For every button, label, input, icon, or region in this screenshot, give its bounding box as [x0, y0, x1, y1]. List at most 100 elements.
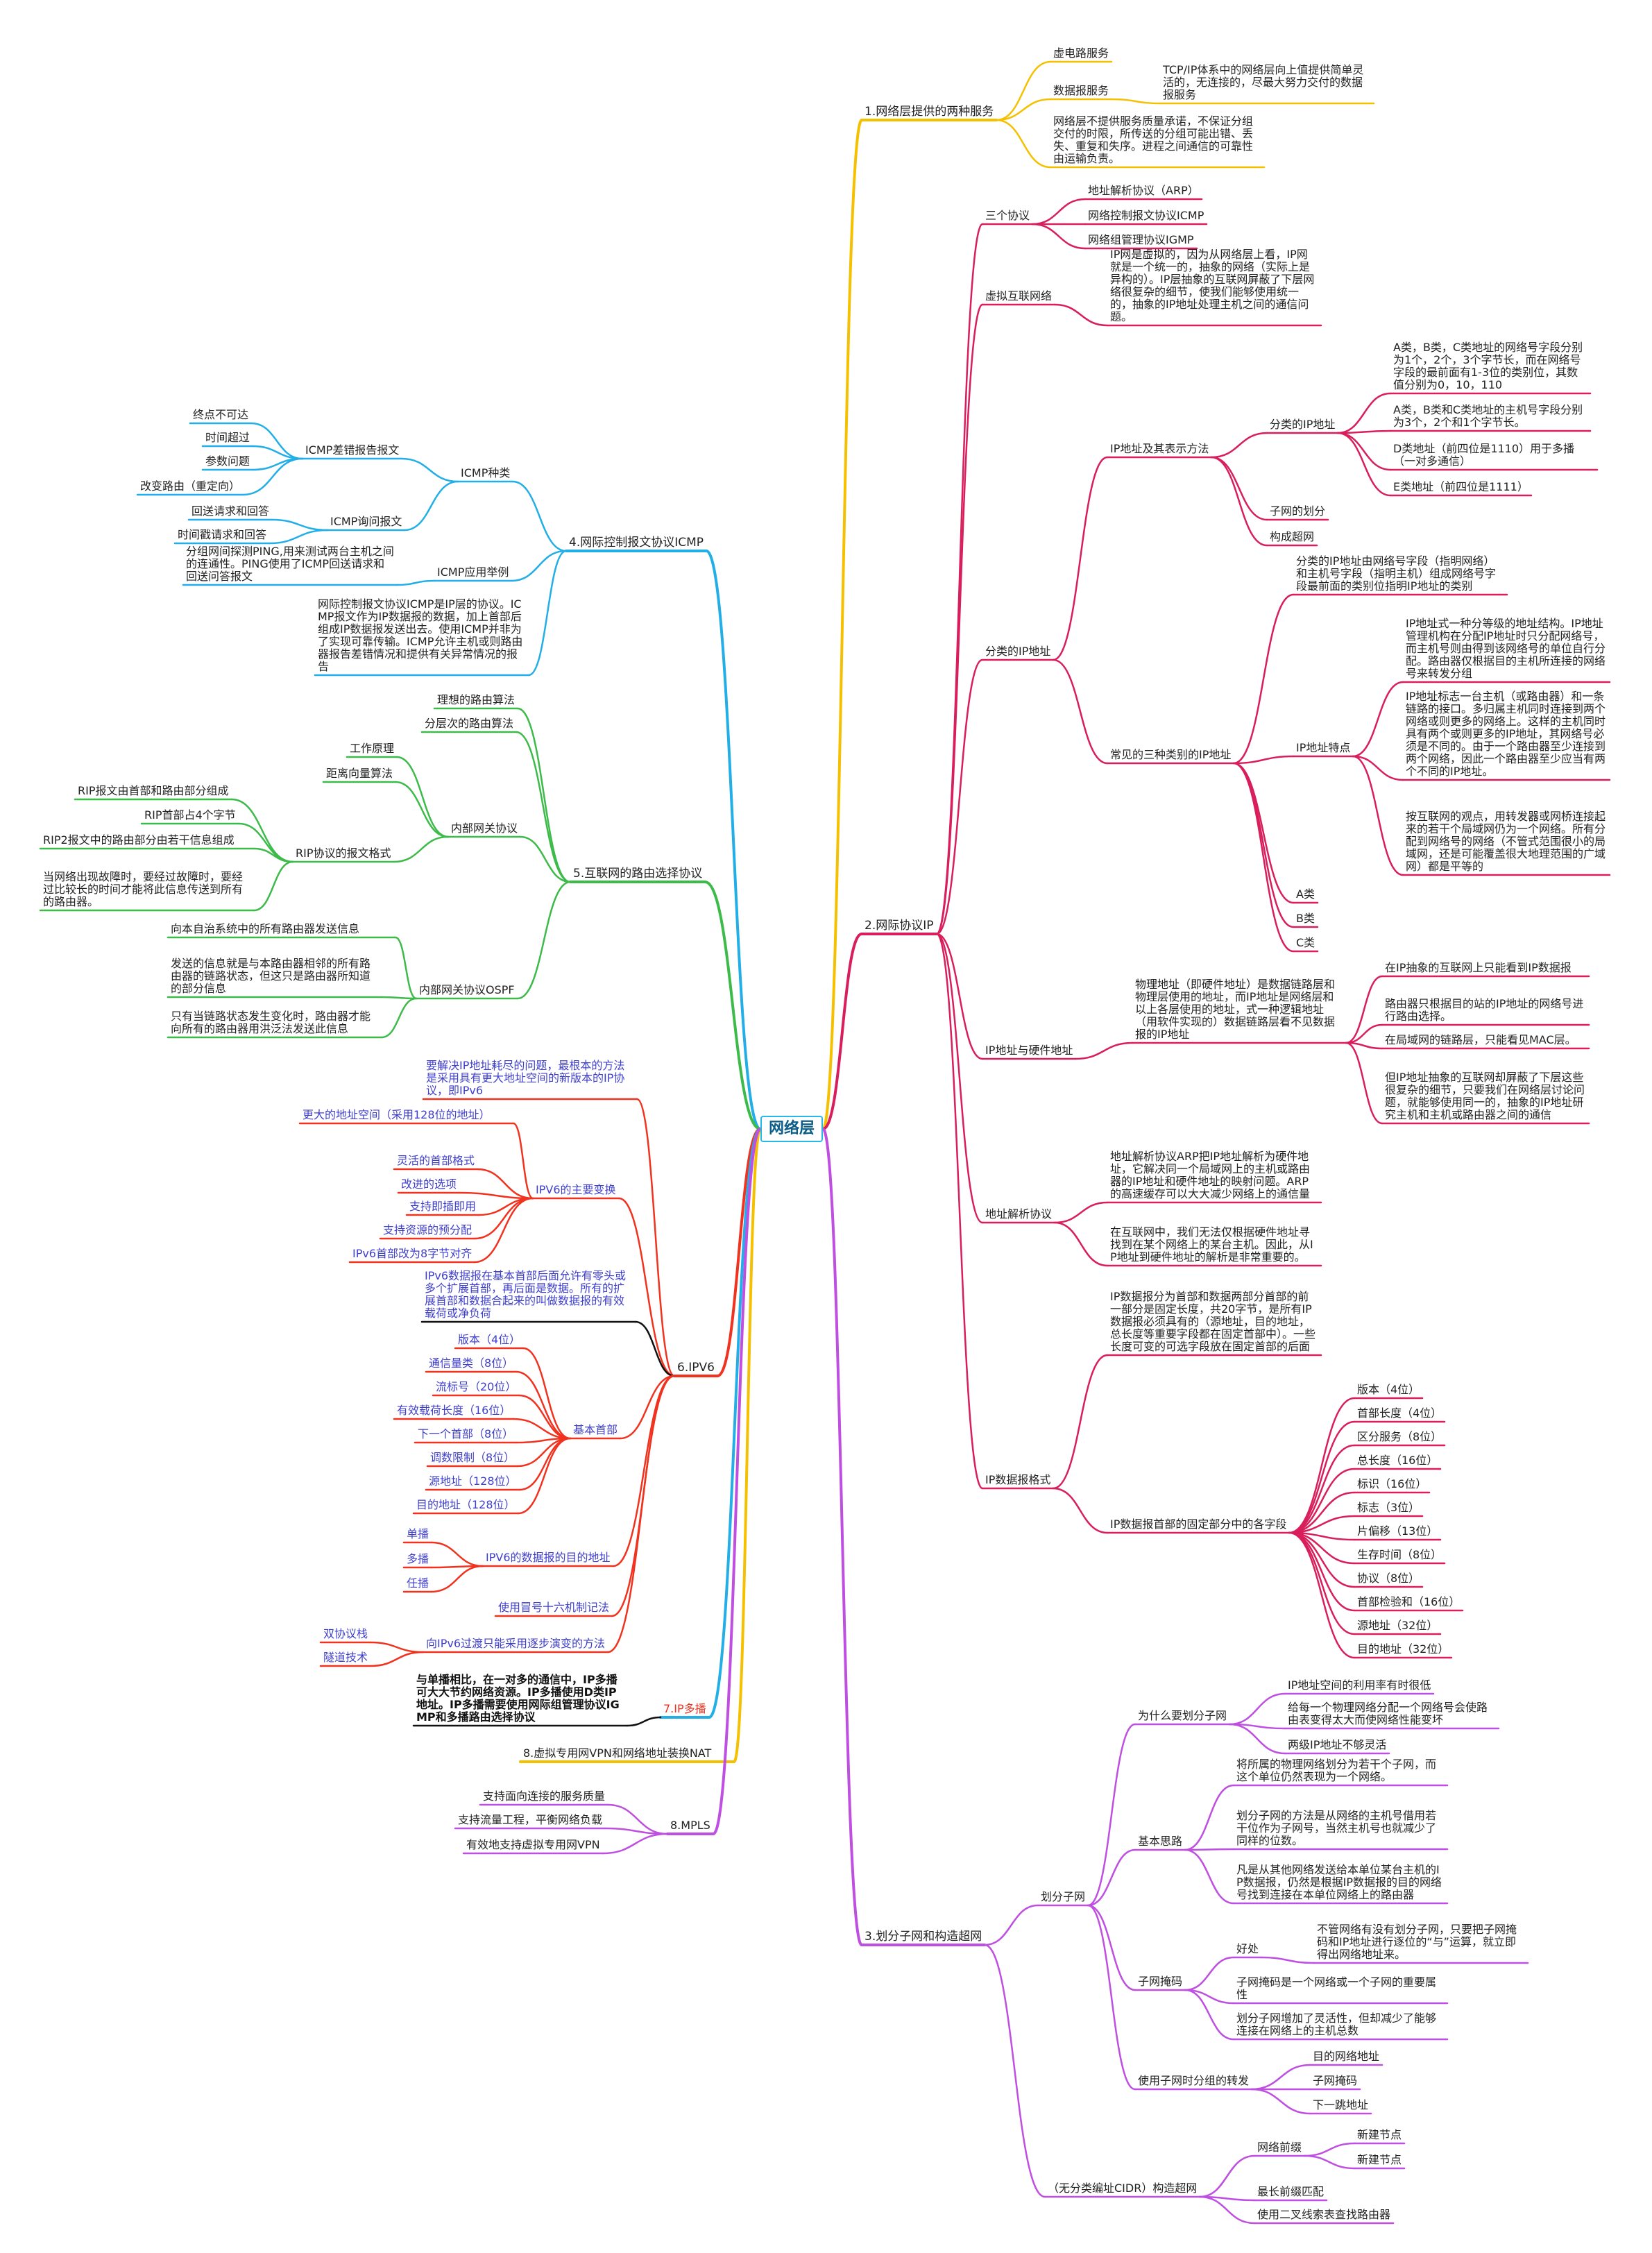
- node-b5b[interactable]: 分层次的路由算法: [425, 717, 514, 730]
- node-b5d[interactable]: 内部网关协议OSPF: [419, 983, 515, 996]
- node-b3a4a[interactable]: 目的网络地址: [1313, 2050, 1380, 2063]
- node-b3a4[interactable]: 使用子网时分组的转发: [1138, 2074, 1250, 2087]
- node-b2c2[interactable]: 常见的三种类别的IP地址: [1110, 748, 1232, 761]
- node-b6b[interactable]: IPV6的主要变换: [536, 1183, 616, 1196]
- node-b7a[interactable]: 与单播相比，在一对多的通信中，IP多播可大大节约网络资源。IP多播使用D类IP地…: [416, 1673, 620, 1724]
- node-b6g2[interactable]: 隧道技术: [323, 1651, 368, 1664]
- node-b1b[interactable]: 数据报服务: [1053, 84, 1109, 97]
- node-b3b2[interactable]: 最长前缀匹配: [1257, 2185, 1325, 2198]
- node-b3a3c[interactable]: 划分子网增加了灵活性，但却减少了能够连接在网络上的主机总数: [1236, 2012, 1437, 2037]
- node-b6[interactable]: 6.IPV6: [677, 1361, 715, 1375]
- node-b5d1[interactable]: 向本自治系统中的所有路由器发送信息: [171, 922, 360, 935]
- node-b6e[interactable]: IPV6的数据报的目的地址: [486, 1551, 611, 1564]
- node-b2e[interactable]: 地址解析协议: [985, 1207, 1053, 1221]
- node-b3a3b[interactable]: 子网掩码是一个网络或一个子网的重要属性: [1236, 1975, 1437, 2001]
- node-b2d1a[interactable]: 在IP抽象的互联网上只能看到IP数据报: [1385, 961, 1572, 974]
- node-b2f1[interactable]: IP数据报分为首部和数据两部分首部的前一部分是固定长度，共20字节，是所有IP数…: [1110, 1290, 1316, 1353]
- node-b2a2[interactable]: 网络控制报文协议ICMP: [1088, 209, 1204, 222]
- node-b6d6[interactable]: 调数限制（8位）: [430, 1451, 516, 1464]
- root-node[interactable]: 网络层: [760, 1116, 824, 1142]
- node-b6d7[interactable]: 源地址（128位）: [429, 1474, 517, 1488]
- node-b2c1[interactable]: IP地址及其表示方法: [1110, 442, 1209, 455]
- node-b2d1b[interactable]: 路由器只根据目的站的IP地址的网络号进行路由选择。: [1385, 997, 1584, 1023]
- node-b5d3[interactable]: 只有当链路状态发生变化时，路由器才能向所有的路由器用洪泛法发送此信息: [171, 1010, 371, 1035]
- node-b1c[interactable]: 网络层不提供服务质量承诺，不保证分组交付的时限，所传送的分组可能出错、丢失、重复…: [1053, 114, 1254, 165]
- node-b2c2d[interactable]: B类: [1296, 912, 1315, 925]
- node-b2c1a2[interactable]: A类，B类和C类地址的主机号字段分别为3个，2个和1个字节长。: [1393, 403, 1583, 429]
- node-b6d2[interactable]: 通信量类（8位）: [429, 1357, 514, 1370]
- node-b2f2[interactable]: IP数据报首部的固定部分中的各字段: [1110, 1517, 1287, 1531]
- node-b3a1c[interactable]: 两级IP地址不够灵活: [1288, 1738, 1387, 1751]
- node-b2f2h[interactable]: 生存时间（8位）: [1357, 1548, 1442, 1561]
- node-b2c2a[interactable]: 分类的IP地址由网络号字段（指明网络）和主机号字段（指明主机）组成网络号字段最前…: [1296, 554, 1497, 593]
- node-b5c3d[interactable]: 当网络出现故障时，要经过故障时，要经过比较长的时间才能将此信息传送到所有的路由器…: [43, 870, 244, 908]
- node-b7[interactable]: 7.IP多播: [663, 1702, 706, 1715]
- node-b6b6[interactable]: IPv6首部改为8字节对齐: [352, 1247, 472, 1260]
- node-b2a[interactable]: 三个协议: [985, 209, 1030, 222]
- node-b2c1c[interactable]: 构成超网: [1270, 530, 1315, 543]
- node-b2c1a[interactable]: 分类的IP地址: [1270, 418, 1336, 431]
- node-b2f2a[interactable]: 版本（4位）: [1357, 1383, 1420, 1396]
- node-b3a3a1[interactable]: 不管网络有没有划分子网，只要把子网掩码和IP地址进行逐位的“与”运算，就立即得出…: [1317, 1923, 1517, 1961]
- node-b2c2b3[interactable]: 按互联网的观点，用转发器或网桥连接起来的若干个局域网仍为一个网络。所有分配到网络…: [1406, 810, 1606, 873]
- node-b6d5[interactable]: 下一个首部（8位）: [418, 1427, 514, 1440]
- node-b6d4[interactable]: 有效载荷长度（16位）: [397, 1404, 511, 1417]
- node-b6g[interactable]: 向IPv6过渡只能采用逐步演变的方法: [426, 1637, 606, 1650]
- node-b2f2f[interactable]: 标志（3位）: [1357, 1501, 1420, 1514]
- node-b2c2b1[interactable]: IP地址式一种分等级的地址结构。IP地址管理机构在分配IP地址时只分配网络号，而…: [1406, 617, 1606, 680]
- node-b5c3[interactable]: RIP协议的报文格式: [296, 847, 391, 860]
- node-b2f2c[interactable]: 区分服务（8位）: [1357, 1430, 1442, 1443]
- node-b3b3[interactable]: 使用二叉线索表查找路由器: [1257, 2208, 1391, 2221]
- node-b6d[interactable]: 基本首部: [573, 1423, 618, 1436]
- node-b4[interactable]: 4.网际控制报文协议ICMP: [569, 536, 704, 550]
- node-b5c1[interactable]: 工作原理: [350, 742, 395, 755]
- node-b2d1c[interactable]: 在局域网的链路层，只能看见MAC层。: [1385, 1033, 1576, 1046]
- node-b5[interactable]: 5.互联网的路由选择协议: [573, 867, 703, 881]
- node-b9[interactable]: 8.MPLS: [670, 1819, 710, 1832]
- node-b2a3[interactable]: 网络组管理协议IGMP: [1088, 233, 1194, 246]
- node-b6d1[interactable]: 版本（4位）: [458, 1333, 521, 1346]
- node-b4a2[interactable]: ICMP询问报文: [330, 515, 402, 528]
- node-b4a2a[interactable]: 回送请求和回答: [191, 504, 270, 518]
- node-b6d8[interactable]: 目的地址（128位）: [416, 1498, 516, 1511]
- node-b3a2[interactable]: 基本思路: [1138, 1835, 1183, 1848]
- node-b4a[interactable]: ICMP种类: [461, 466, 511, 479]
- node-b3b[interactable]: （无分类编址CIDR）构造超网: [1048, 2182, 1198, 2195]
- node-b2d1[interactable]: 物理地址（即硬件地址）是数据链路层和物理层使用的地址，而IP地址是网络层和以上各…: [1135, 978, 1336, 1041]
- node-b6a[interactable]: 要解决IP地址耗尽的问题，最根本的方法是采用具有更大地址空间的新版本的IP协议，…: [426, 1059, 625, 1097]
- node-b8[interactable]: 8.虚拟专用网VPN和网络地址装换NAT: [523, 1746, 712, 1760]
- node-b2c1a4[interactable]: E类地址（前四位是1111）: [1393, 480, 1528, 493]
- node-b1a[interactable]: 虚电路服务: [1053, 46, 1109, 60]
- node-b2a1[interactable]: 地址解析协议（ARP）: [1088, 184, 1199, 197]
- node-b1[interactable]: 1.网络层提供的两种服务: [865, 105, 994, 119]
- node-b2c[interactable]: 分类的IP地址: [985, 645, 1051, 658]
- node-b2c1a1[interactable]: A类，B类，C类地址的网络号字段分别为1个，2个，3个字节长，而在网络号字段的最…: [1393, 341, 1583, 391]
- node-b4b1[interactable]: 分组网间探测PING,用来测试两台主机之间的连通性。PING使用了ICMP回送请…: [186, 545, 394, 583]
- node-b3a2a[interactable]: 将所属的物理网络划分为若干个子网，而这个单位仍然表现为一个网络。: [1236, 1758, 1437, 1783]
- node-b3a4b[interactable]: 子网掩码: [1313, 2074, 1358, 2087]
- node-b2f2k[interactable]: 源地址（32位）: [1357, 1619, 1438, 1632]
- node-b3a3[interactable]: 子网掩码: [1138, 1975, 1183, 1988]
- node-b6f[interactable]: 使用冒号十六机制记法: [498, 1601, 610, 1614]
- node-b6e1[interactable]: 单播: [407, 1527, 429, 1540]
- node-b9a[interactable]: 支持面向连接的服务质量: [483, 1789, 606, 1803]
- node-b4c[interactable]: 网际控制报文协议ICMP是IP层的协议。ICMP报文作为IP数据报的数据，加上首…: [318, 597, 523, 673]
- node-b3b1[interactable]: 网络前缀: [1257, 2141, 1302, 2154]
- node-b5c3b[interactable]: RIP首部占4个字节: [144, 808, 236, 822]
- node-b4a1[interactable]: ICMP差错报告报文: [305, 443, 400, 457]
- node-b5c3c[interactable]: RIP2报文中的路由部分由若干信息组成: [43, 833, 235, 847]
- node-b2f2j[interactable]: 首部检验和（16位）: [1357, 1595, 1461, 1608]
- node-b2f2g[interactable]: 片偏移（13位）: [1357, 1524, 1438, 1538]
- node-b6c[interactable]: IPv6数据报在基本首部后面允许有零头或多个扩展首部，再后面是数据。所有的扩展首…: [425, 1269, 627, 1320]
- node-b2[interactable]: 2.网际协议IP: [865, 919, 934, 933]
- node-b2c1b[interactable]: 子网的划分: [1270, 504, 1326, 518]
- node-b2b[interactable]: 虚拟互联网络: [985, 289, 1053, 303]
- node-b2f2d[interactable]: 总长度（16位）: [1357, 1454, 1438, 1467]
- node-b9b[interactable]: 支持流量工程，平衡网络负载: [458, 1813, 603, 1826]
- node-b3a2c[interactable]: 凡是从其他网络发送给本单位某台主机的IP数据报，仍然是根据IP数据报的目的网络号…: [1236, 1863, 1442, 1901]
- node-b3a1a[interactable]: IP地址空间的利用率有时很低: [1288, 1678, 1431, 1692]
- node-b4a1d[interactable]: 改变路由（重定向）: [140, 479, 241, 493]
- node-b2d1d[interactable]: 但IP地址抽象的互联网却屏蔽了下层这些很复杂的细节，只要我们在网络层讨论问题，就…: [1385, 1071, 1585, 1121]
- node-b3a2b[interactable]: 划分子网的方法是从网络的主机号借用若干位作为子网号，当然主机号也就减少了同样的位…: [1236, 1809, 1437, 1847]
- node-b3a1b[interactable]: 给每一个物理网络分配一个网络号会使路由表变得太大而使网络性能变坏: [1288, 1701, 1488, 1726]
